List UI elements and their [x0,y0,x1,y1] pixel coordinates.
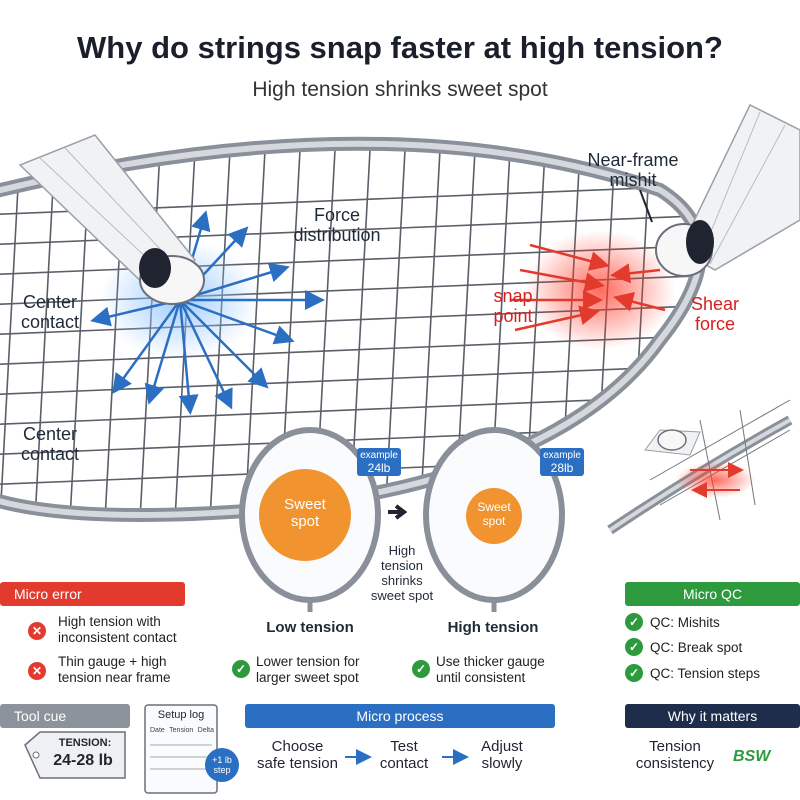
why-text: Tension consistency [635,738,715,772]
setup-log-icon [144,704,239,794]
check-icon: ✓ [232,660,250,678]
check-icon: ✓ [625,638,643,656]
high-tension-caption: High tension [447,619,539,636]
snap-point-label: snap point [493,286,533,326]
process-step-2: Test contact [379,738,429,772]
sweet-spot-low-label: Sweet spot [284,496,326,530]
tension-tag-label: TENSION: [58,737,112,749]
step-badge: +1 lb step [212,755,232,775]
frame-contact-inset [607,399,793,535]
center-contact-label-bottom: Center contact [20,424,80,464]
log-col-tension: Tension [169,727,194,734]
comparison-arrow [388,504,408,520]
check-icon: ✓ [625,664,643,682]
high-tension-racket [423,427,565,612]
error-icon: ✕ [28,622,46,640]
shrink-note: High tension shrinks sweet spot [370,543,434,603]
tool-cue-heading: Tool cue [0,704,130,728]
log-col-date: Date [150,727,165,734]
qc-item-3: QC: Tension steps [650,666,761,681]
tension-tag-icon [24,731,126,779]
micro-error-item-1: High tension with inconsistent contact [58,614,177,645]
fix-item-2: Use thicker gauge until consistent [436,654,545,685]
center-contact-label-top: Center contact [20,292,80,332]
bsw-logo: BSW [733,748,771,765]
micro-error-item-2: Thin gauge + high tension near frame [58,654,171,685]
tension-tag-value: 24-28 lb [53,752,113,769]
log-col-delta: Delta [197,727,214,734]
qc-item-1: QC: Mishits [650,615,720,630]
force-distribution-label: Force distribution [293,205,381,245]
sweet-spot-low [259,469,351,561]
near-frame-mishit-label: Near-frame mishit [587,150,679,190]
process-step-1: Choose safe tension [257,738,338,772]
setup-log-title: Setup log [157,709,205,721]
process-step-3: Adjust slowly [481,738,523,772]
setup-log-columns: Date Tension Delta [150,727,214,734]
check-icon: ✓ [625,613,643,631]
why-heading: Why it matters [625,704,800,728]
low-tension-caption: Low tension [266,619,354,636]
qc-item-2: QC: Break spot [650,640,743,655]
fix-item-1: Lower tension for larger sweet spot [256,654,360,685]
sweet-spot-high [466,488,522,544]
sweet-spot-high-label: Sweet spot [477,500,511,528]
shuttlecock-left [18,134,205,305]
page-subtitle: High tension shrinks sweet spot [252,78,548,101]
low-tension-racket [239,427,381,612]
micro-error-heading: Micro error [0,582,185,606]
check-icon: ✓ [412,660,430,678]
shear-arrows [510,243,666,332]
micro-qc-heading: Micro QC [625,582,800,606]
page-title: Why do strings snap faster at high tensi… [77,30,723,65]
micro-process-heading: Micro process [245,704,555,728]
shear-force-label: Shear force [690,294,740,334]
shuttlecock-right [655,103,800,277]
error-icon: ✕ [28,662,46,680]
